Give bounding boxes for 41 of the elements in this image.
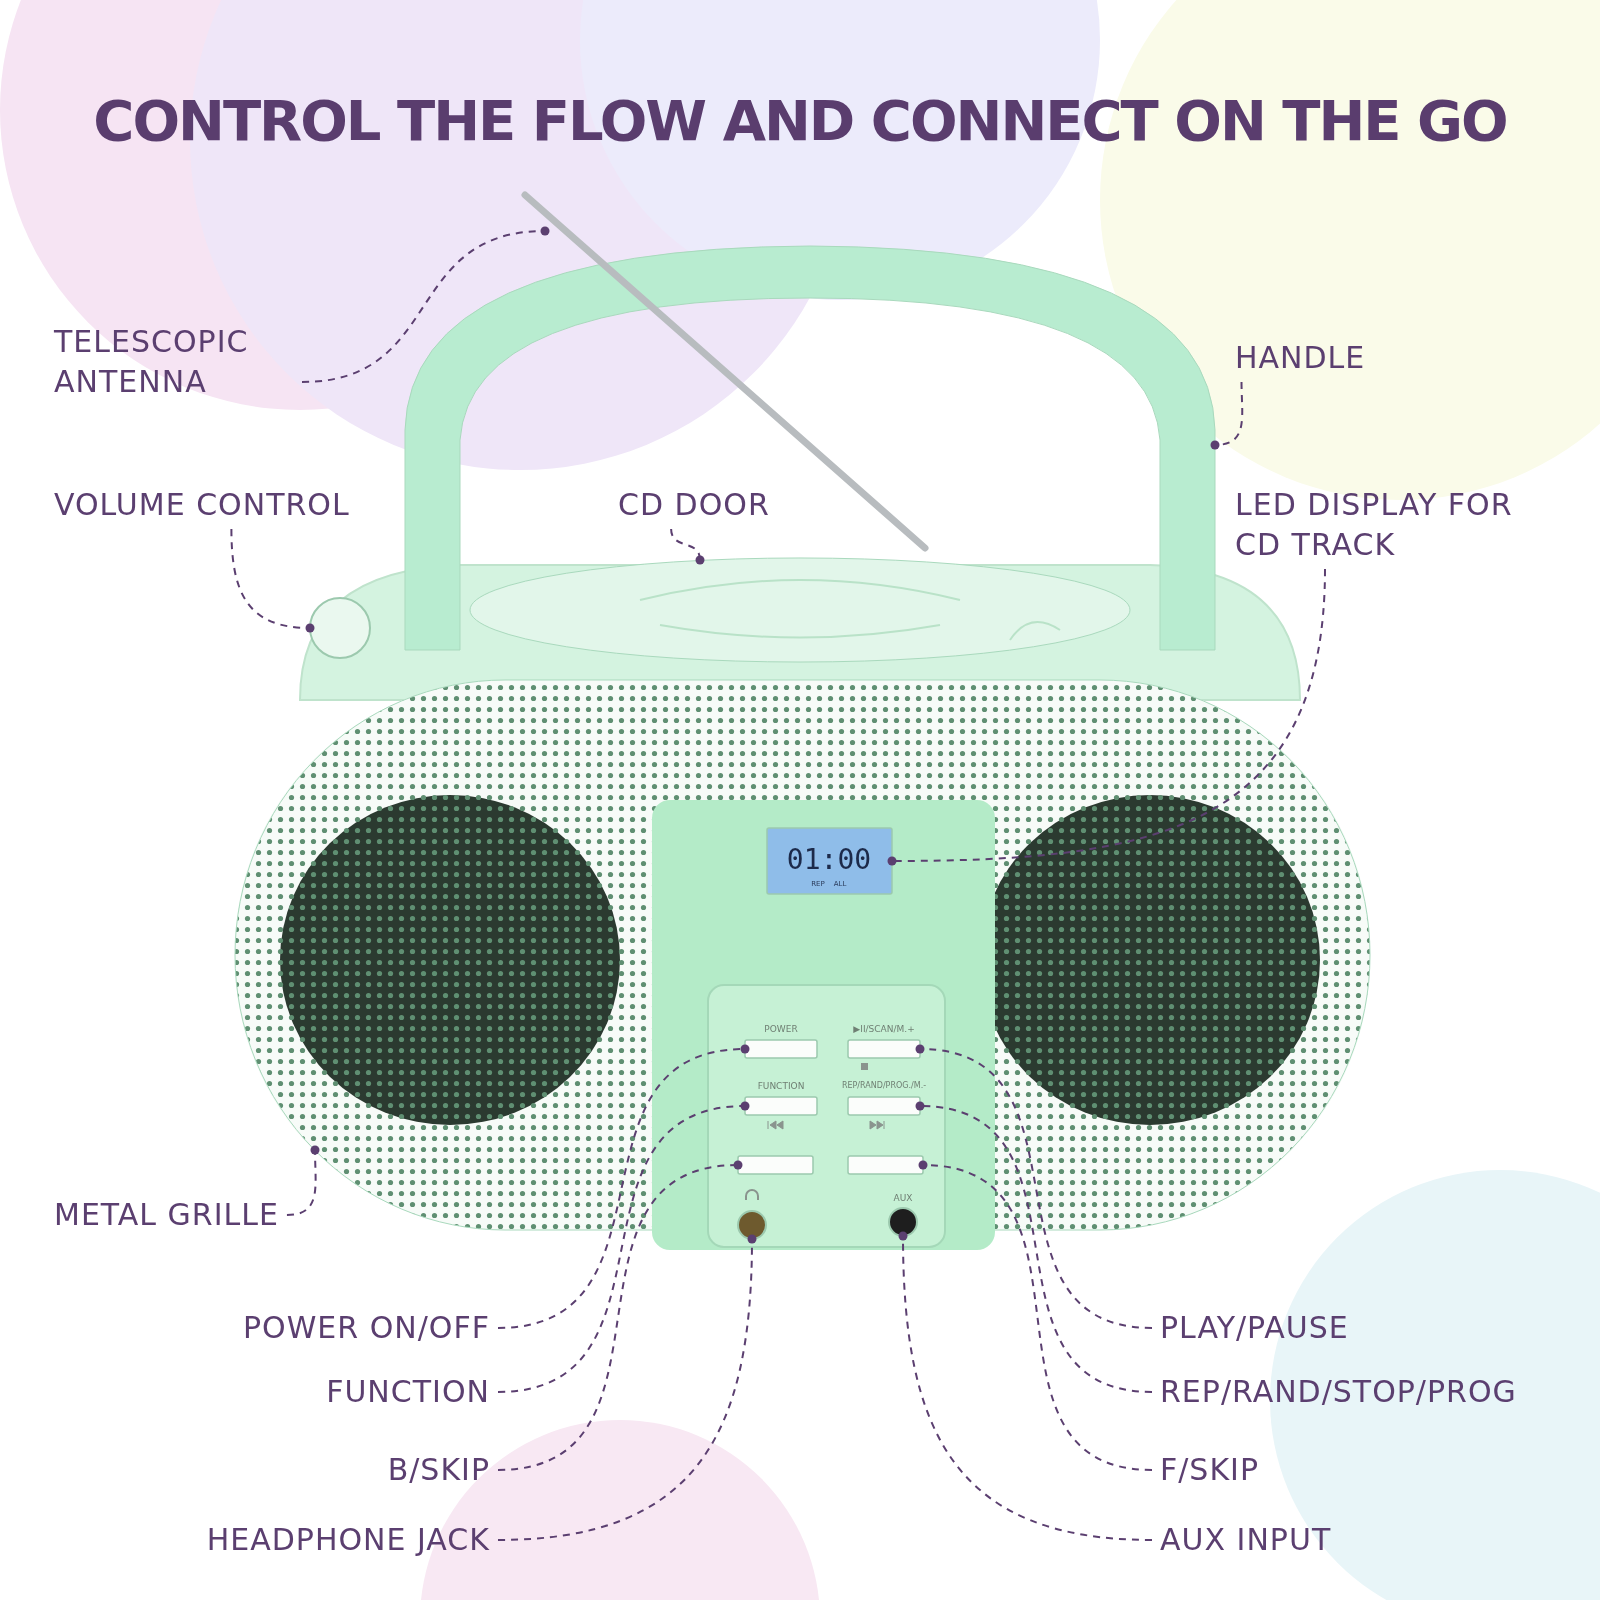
display-readout: 01:00 — [786, 843, 872, 876]
leader-line — [1210, 381, 1244, 450]
page-title: CONTROL THE FLOW AND CONNECT ON THE GO — [92, 88, 1508, 153]
leader-line — [497, 1044, 750, 1329]
button-caption: ▶II/SCAN/M.+ — [853, 1024, 915, 1034]
leader-line — [670, 528, 705, 565]
volume-knob — [309, 597, 371, 659]
callout-label: HEADPHONE JACK — [206, 1520, 490, 1560]
handle — [404, 245, 1216, 651]
button-caption: POWER — [764, 1024, 798, 1034]
leader-line — [497, 1160, 743, 1471]
callout-label: REP/RAND/STOP/PROG — [1160, 1372, 1517, 1412]
antenna — [521, 191, 929, 552]
headphone-jack — [737, 1210, 767, 1240]
callout-label: F/SKIP — [1160, 1450, 1260, 1490]
leader-line — [918, 1160, 1153, 1471]
button-caption: FUNCTION — [757, 1081, 805, 1091]
aux-jack — [888, 1207, 918, 1237]
jack-caption: AUX — [893, 1193, 913, 1203]
leader-line — [230, 528, 315, 633]
leader-line — [898, 1231, 1153, 1541]
callout-label: VOLUME CONTROL — [54, 485, 350, 525]
button-caption: REP/RAND/PROG./M.- — [841, 1081, 927, 1090]
callout-label: TELESCOPIC ANTENNA — [54, 322, 294, 402]
callout-label: CD DOOR — [618, 485, 770, 525]
leader-line — [285, 1145, 320, 1216]
leader-line — [497, 1101, 750, 1393]
leader-line — [497, 1234, 757, 1541]
leader-line — [915, 1044, 1153, 1329]
callout-label: FUNCTION — [326, 1372, 490, 1412]
leader-line — [915, 1101, 1153, 1393]
leader-line — [887, 568, 1326, 866]
callout-label: LED DISPLAY FOR CD TRACK — [1235, 485, 1535, 565]
callout-label: POWER ON/OFF — [243, 1308, 490, 1348]
callout-label: AUX INPUT — [1160, 1520, 1332, 1560]
callout-label: B/SKIP — [387, 1450, 490, 1490]
callout-label: METAL GRILLE — [54, 1195, 279, 1235]
leader-line — [301, 226, 550, 383]
callout-label: HANDLE — [1235, 338, 1366, 378]
callout-label: PLAY/PAUSE — [1160, 1308, 1349, 1348]
cd-door — [469, 557, 1131, 663]
